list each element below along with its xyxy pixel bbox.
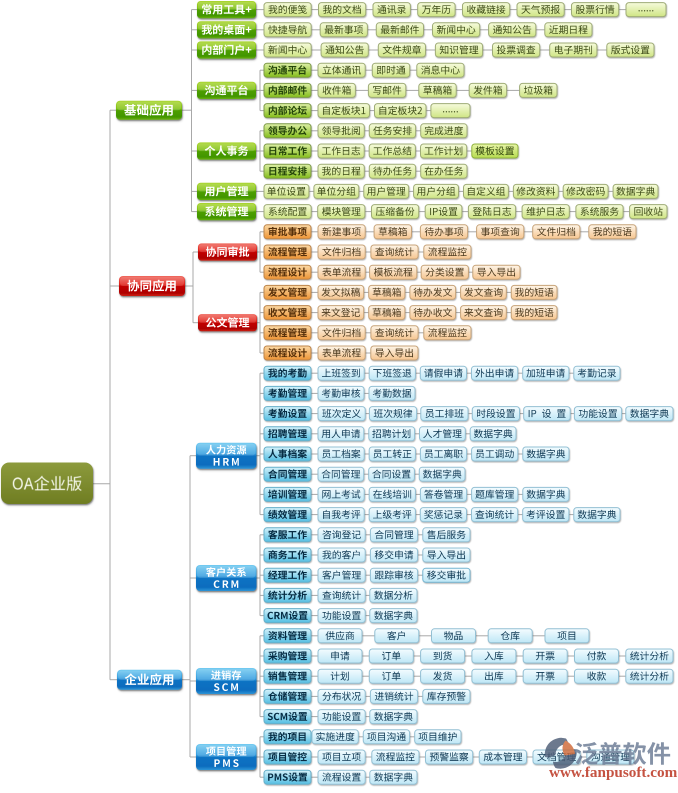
svg-text:www.fanpusoft.com: www.fanpusoft.com [549,764,678,781]
